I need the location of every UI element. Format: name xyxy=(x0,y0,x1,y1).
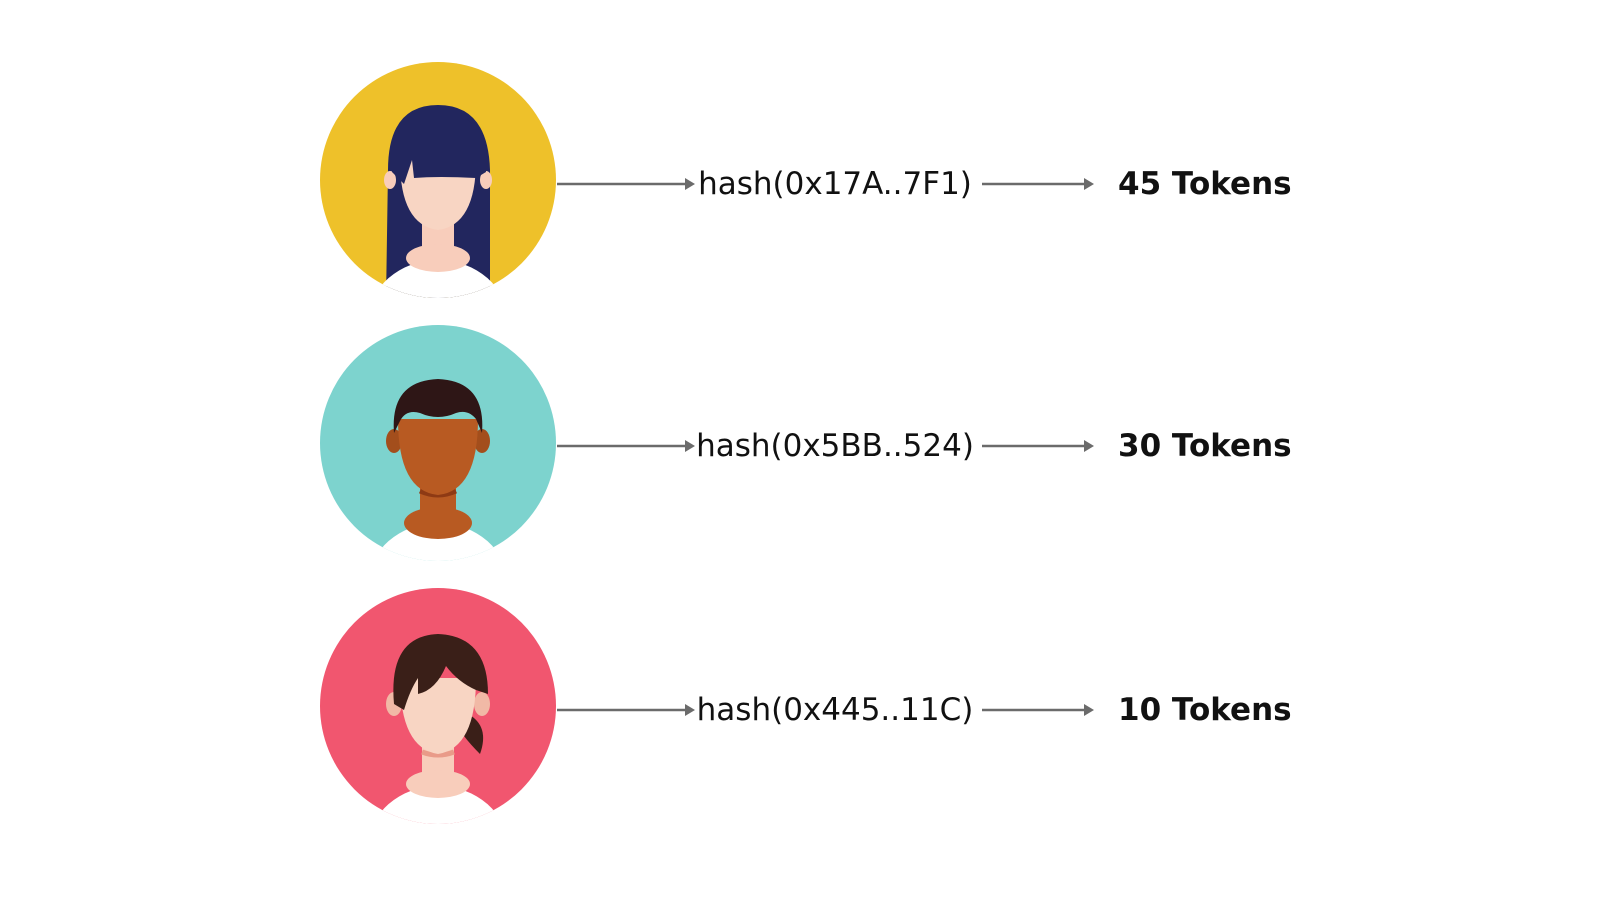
arrow-to-tokens-1 xyxy=(982,177,1094,191)
user-row-3: hash(0x445..11C) 10 Tokens xyxy=(0,586,1600,826)
tokens-label-2: 30 Tokens xyxy=(1118,428,1292,464)
tokens-label-1: 45 Tokens xyxy=(1118,166,1292,202)
arrow-to-hash-1 xyxy=(557,177,695,191)
hash-label-2: hash(0x5BB..524) xyxy=(696,428,974,464)
user-avatar-3 xyxy=(318,586,558,826)
arrow-to-tokens-2 xyxy=(982,439,1094,453)
user-avatar-2 xyxy=(318,323,558,563)
user-row-2: hash(0x5BB..524) 30 Tokens xyxy=(0,323,1600,563)
user-avatar-ponytail-icon xyxy=(320,588,556,824)
user-avatar-1 xyxy=(318,60,558,300)
arrow-to-hash-3 xyxy=(557,703,695,717)
arrow-to-hash-2 xyxy=(557,439,695,453)
tokens-label-3: 10 Tokens xyxy=(1118,692,1292,728)
arrow-to-tokens-3 xyxy=(982,703,1094,717)
hash-label-1: hash(0x17A..7F1) xyxy=(698,166,972,202)
user-avatar-short-hair-icon xyxy=(320,325,556,561)
hash-label-3: hash(0x445..11C) xyxy=(696,692,974,728)
user-avatar-long-dark-hair-icon xyxy=(320,62,556,298)
user-row-1: hash(0x17A..7F1) 45 Tokens xyxy=(0,60,1600,300)
